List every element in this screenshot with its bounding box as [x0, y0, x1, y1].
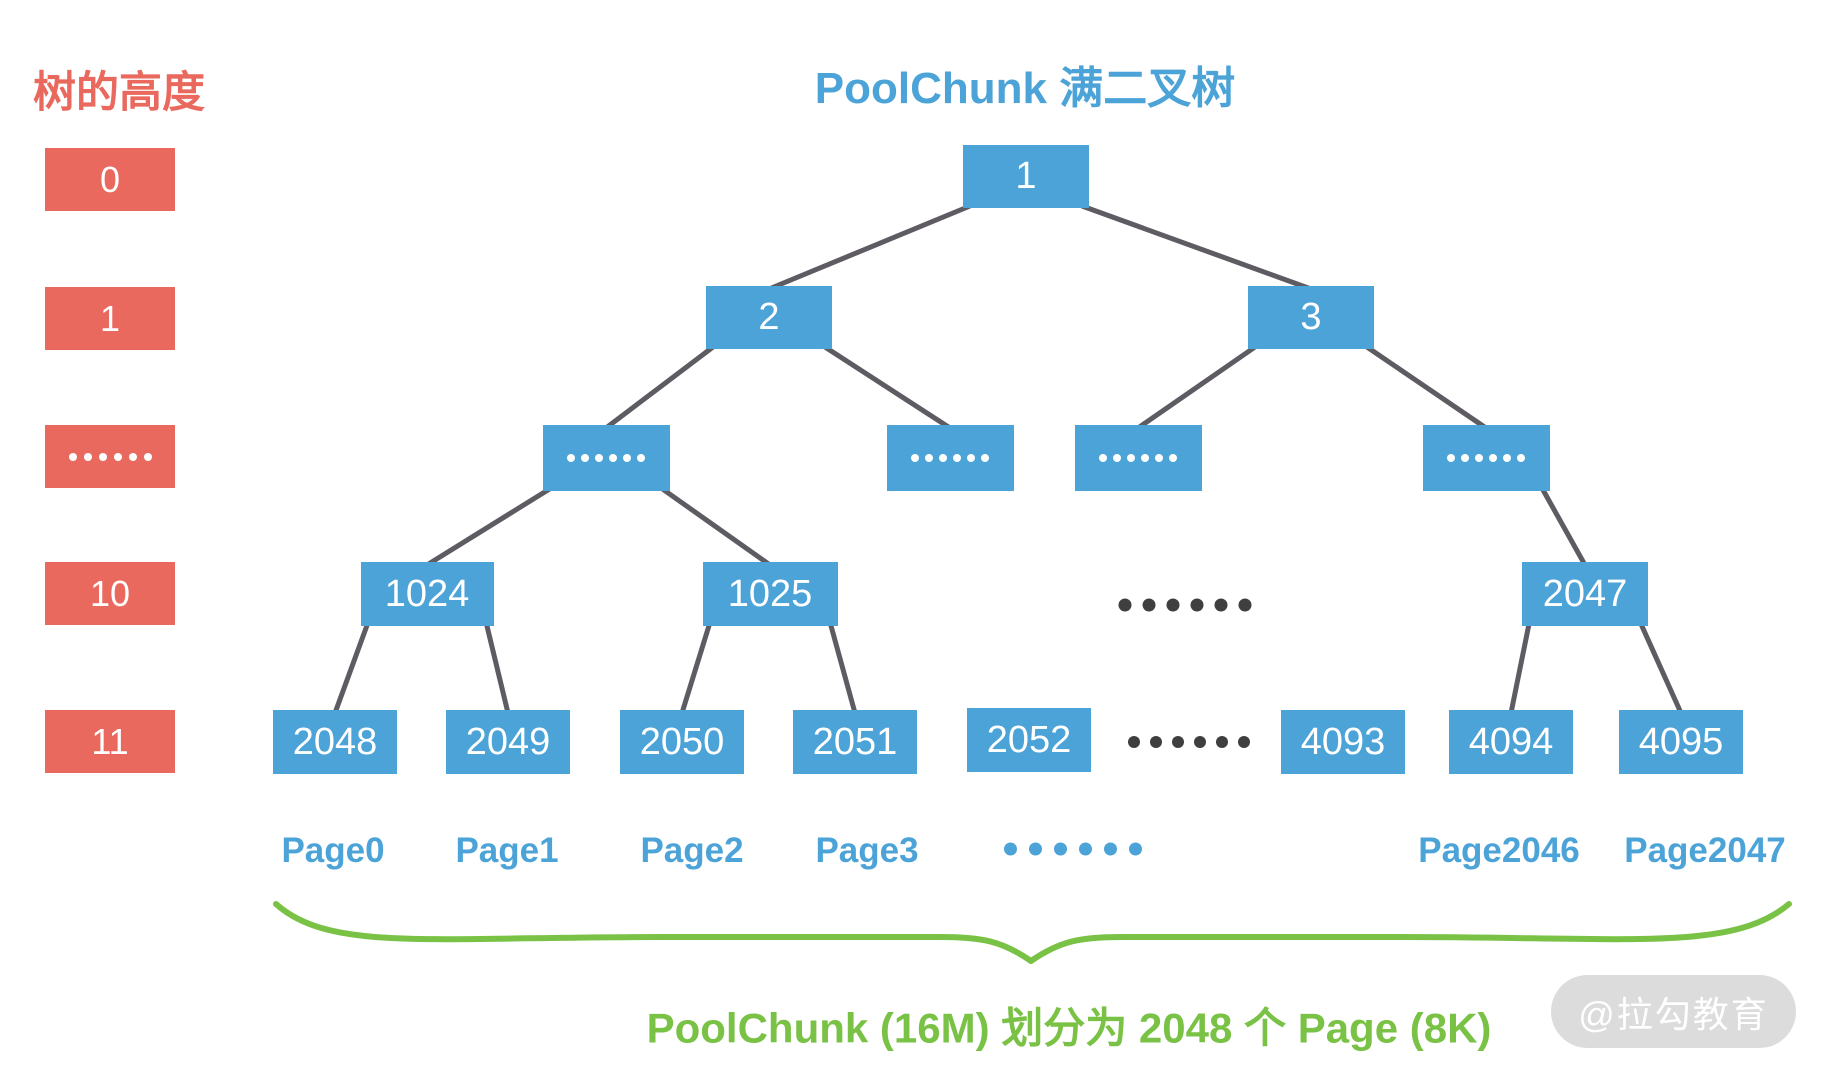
ellipsis-dots: [1004, 842, 1142, 856]
tree-height-box: 10: [45, 562, 175, 625]
tree-node-ellipsis: [1074, 425, 1202, 491]
tree-height-box: 0: [45, 148, 175, 211]
edge-n3-dC: [1136, 344, 1257, 431]
tree-node-2052: 2052: [967, 708, 1091, 772]
watermark-text: @拉勾教育: [1578, 993, 1769, 1035]
edge-n3-dD: [1365, 344, 1488, 431]
tree-node-ellipsis: [1422, 425, 1550, 491]
edge-n2-dB: [823, 344, 952, 431]
edge-dA-n1024: [425, 486, 551, 568]
diagram-title: PoolChunk 满二叉树: [814, 64, 1236, 113]
tree-node-2051: 2051: [793, 710, 917, 774]
leaf-row-ellipsis: [1128, 736, 1250, 748]
edge-n1024-n2048: [332, 623, 370, 714]
tree-node-2049: 2049: [446, 710, 570, 774]
tree-node-2: 2: [706, 286, 832, 349]
ellipsis-dots: [1447, 454, 1525, 462]
page-label-Page1: Page1: [455, 831, 559, 870]
tree-node-2047: 2047: [1522, 562, 1648, 626]
edge-n1024-n2049: [484, 623, 511, 714]
page-label-Page2: Page2: [640, 831, 744, 870]
edge-n2047-n4094: [1508, 623, 1532, 714]
page-label-Page0: Page0: [281, 831, 385, 870]
tree-node-2048: 2048: [273, 710, 397, 774]
tree-node-3: 3: [1248, 286, 1374, 349]
ellipsis-dots: [1118, 598, 1252, 612]
edge-n1-n2: [768, 203, 971, 292]
tree-node-4095: 4095: [1619, 710, 1743, 774]
edge-n1025-n2050: [679, 623, 712, 714]
tree-node-1024: 1024: [360, 562, 494, 626]
tree-height-box: 1: [45, 287, 175, 350]
ellipsis-dots: [68, 452, 152, 461]
chunk-division-caption: PoolChunk (16M) 划分为 2048 个 Page (8K): [646, 1004, 1492, 1052]
ellipsis-dots: [567, 454, 645, 462]
ellipsis-dots: [911, 454, 989, 462]
edge-n1025-n2051: [828, 623, 858, 714]
edge-n1-n3: [1081, 203, 1312, 292]
edge-dD-n2047: [1540, 487, 1588, 567]
page-label-Page2047: Page2047: [1624, 831, 1786, 870]
tree-node-1025: 1025: [702, 562, 838, 626]
tree-node-ellipsis: [542, 425, 670, 491]
tree-node-1: 1: [963, 145, 1089, 208]
edge-n2-dA: [604, 345, 715, 430]
level10-ellipsis: [1118, 598, 1252, 612]
ellipsis-dots: [1099, 454, 1177, 462]
page-row-ellipsis: [1004, 842, 1142, 856]
tree-height-heading: 树的高度: [33, 69, 205, 117]
tree-height-box: 11: [45, 710, 175, 773]
tree-node-4094: 4094: [1449, 710, 1573, 774]
tree-node-4093: 4093: [1281, 710, 1405, 774]
edge-n2047-n4095: [1638, 622, 1684, 715]
tree-node-ellipsis: [886, 425, 1014, 491]
page-label-Page2046: Page2046: [1418, 831, 1580, 870]
watermark-badge: @拉勾教育: [1551, 975, 1796, 1048]
ellipsis-dots: [1128, 736, 1250, 748]
edge-dA-n1025: [661, 486, 772, 568]
tree-node-2050: 2050: [620, 710, 744, 774]
tree-height-box: [45, 425, 175, 488]
page-label-Page3: Page3: [815, 831, 919, 870]
